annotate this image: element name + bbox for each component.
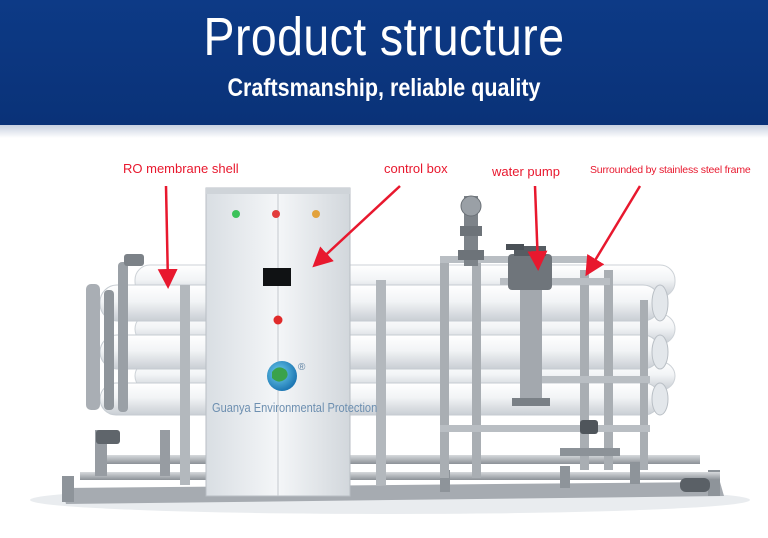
header-banner: Product structure Craftsmanship, reliabl… [0, 0, 768, 125]
arrow-frame [585, 185, 642, 277]
arrow-ro-membrane-shell [157, 185, 178, 289]
label-ro-membrane-shell: RO membrane shell [123, 161, 239, 176]
pump-column [458, 195, 484, 266]
arrow-control-box [312, 185, 401, 268]
registered-mark: ® [298, 362, 306, 373]
emergency-stop-button [273, 315, 283, 325]
left-end-piping [86, 254, 144, 444]
indicator-light-red [272, 210, 280, 218]
brand-name: Guanya Environmental Protection [212, 400, 378, 415]
page-subtitle: Craftsmanship, reliable quality [227, 74, 541, 102]
label-frame: Surrounded by stainless steel frame [590, 164, 751, 176]
page-title: Product structure [203, 7, 565, 67]
arrow-water-pump [527, 185, 548, 271]
label-control-box: control box [384, 161, 448, 176]
stainless-steel-frame [180, 256, 650, 485]
indicator-light-yellow [312, 210, 320, 218]
outlet-valves [560, 420, 710, 492]
banner-shadow [0, 118, 768, 138]
control-display-screen [263, 268, 291, 286]
label-water-pump: water pump [492, 164, 560, 179]
indicator-light-green [232, 210, 240, 218]
control-box-cabinet [205, 187, 351, 497]
